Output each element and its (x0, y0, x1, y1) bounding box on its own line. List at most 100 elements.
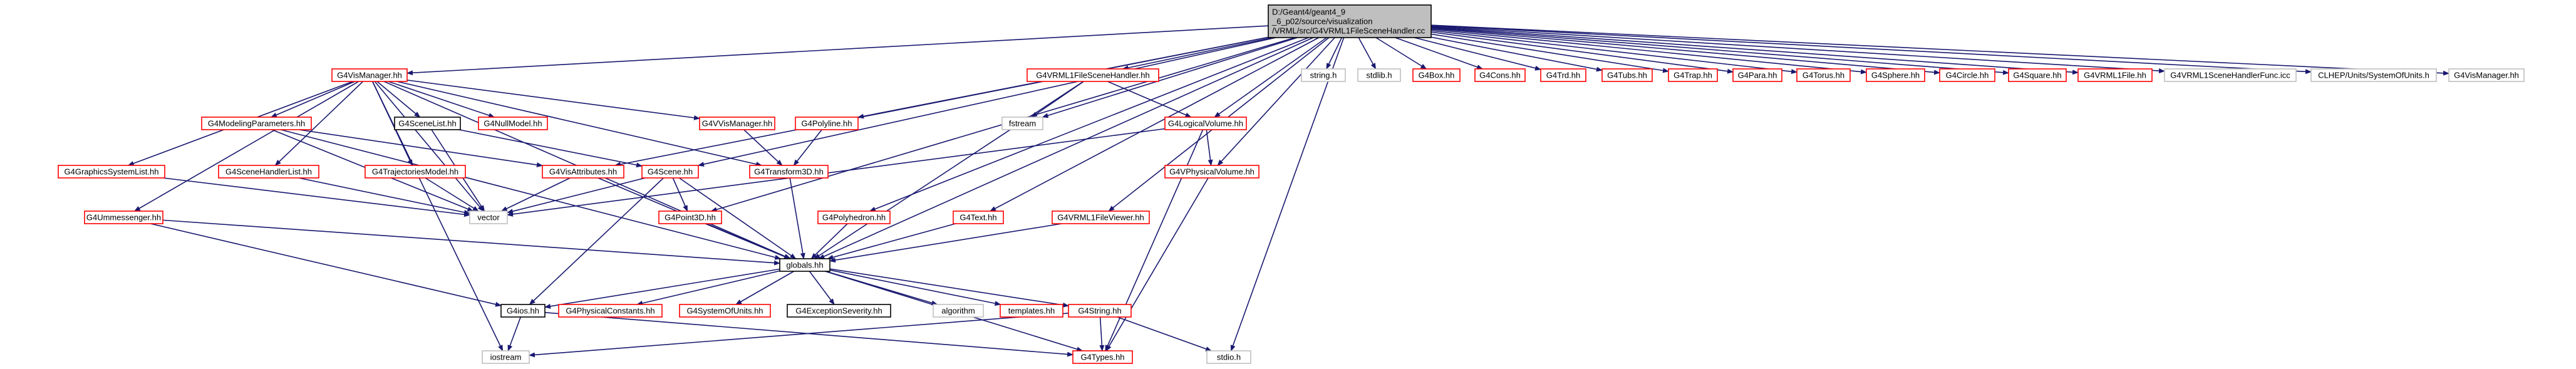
node-g4types-hh[interactable]: G4Types.hh (1072, 350, 1133, 364)
node-g4vphysicalvolume-hh[interactable]: G4VPhysicalVolume.hh (1164, 165, 1260, 179)
node-g4trajectoriesmodel-hh[interactable]: G4TrajectoriesModel.hh (365, 165, 466, 179)
node-box (679, 304, 771, 318)
node-box (1866, 68, 1925, 82)
node-label: CLHEP/Units/SystemOfUnits.h (2318, 71, 2429, 80)
node-g4scenelist-hh[interactable]: G4SceneList.hh (394, 117, 461, 130)
edge-root-to-g4trap-hh (1430, 33, 1669, 73)
node-g4polyhedron-hh[interactable]: G4Polyhedron.hh (817, 210, 891, 224)
node-g4vvismanager-hh[interactable]: G4VVisManager.hh (699, 117, 775, 130)
node-stdlib-h[interactable]: stdlib.h (1357, 68, 1401, 82)
node-g4nullmodel-hh[interactable]: G4NullModel.hh (478, 117, 548, 130)
node-g4visattributes-hh[interactable]: G4VisAttributes.hh (542, 165, 624, 179)
node-g4ummessenger-hh[interactable]: G4Ummessenger.hh (84, 210, 163, 224)
node-g4trd-hh[interactable]: G4Trd.hh (1540, 68, 1586, 82)
node-g4modelingparameters-hh[interactable]: G4ModelingParameters.hh (201, 117, 312, 130)
edge-g4scene-hh-to-g4ios-hh (529, 177, 664, 305)
edge-root-to-clhep-units-systemofunits-h (1430, 25, 2312, 75)
edge-g4logicalvolume-hh-to-g4types-hh (1105, 129, 1204, 351)
edge-g4visattributes-hh-to-vector (500, 177, 571, 212)
node-g4para-hh[interactable]: G4Para.hh (1732, 68, 1782, 82)
edge-g4modelingparameters-hh-to-g4visattributes-hh (299, 129, 543, 168)
node-label: G4TrajectoriesModel.hh (372, 167, 458, 177)
node-g4square-hh[interactable]: G4Square.hh (2008, 68, 2067, 82)
edge-root-to-g4vismanager-hh (406, 25, 1269, 76)
node-label: string.h (1310, 71, 1337, 80)
node-iostream[interactable]: iostream (482, 350, 530, 364)
node-g4vrml1file-hh[interactable]: G4VRML1File.hh (2077, 68, 2153, 82)
node-algorithm[interactable]: algorithm (933, 304, 984, 318)
node-box (1268, 4, 1432, 38)
node-box (394, 117, 461, 130)
node-box (1732, 68, 1782, 82)
node-string-h[interactable]: string.h (1301, 68, 1346, 82)
edge-root-to-g4box-hh (1375, 37, 1427, 70)
node-box (1001, 117, 1043, 130)
edge-g4vismanager-hh-to-g4scenehandlerlist-hh (274, 81, 364, 166)
node-box (658, 210, 722, 224)
node-g4scene-hh[interactable]: G4Scene.hh (641, 165, 699, 179)
node-clhep-units-systemofunits-h[interactable]: CLHEP/Units/SystemOfUnits.h (2310, 68, 2437, 82)
node-box (1164, 117, 1247, 130)
node-g4vismanager-hh[interactable]: G4VisManager.hh (331, 68, 408, 82)
node-box (795, 117, 859, 130)
node-g4sphere-hh[interactable]: G4Sphere.hh (1866, 68, 1925, 82)
node-templates-hh[interactable]: templates.hh (1000, 304, 1063, 318)
node-label: D:/Geant4/geant4_9 (1272, 8, 1345, 17)
node-g4exceptionseverity-hh[interactable]: G4ExceptionSeverity.hh (787, 304, 891, 318)
node-g4ios-hh[interactable]: G4ios.hh (500, 304, 546, 318)
node-g4vrml1fileviewer-hh[interactable]: G4VRML1FileViewer.hh (1052, 210, 1150, 224)
node-g4logicalvolume-hh[interactable]: G4LogicalVolume.hh (1164, 117, 1247, 130)
edge-g4vismanager-hh-to-g4scenelist-hh (376, 81, 421, 118)
node-fstream[interactable]: fstream (1001, 117, 1043, 130)
node-g4vrml1scenehandlerfunc-icc[interactable]: G4VRML1SceneHandlerFunc.icc (2164, 68, 2297, 82)
node-g4vismanager-hh-2[interactable]: G4VisManager.hh (2448, 68, 2525, 82)
node-label: G4Polyhedron.hh (822, 213, 886, 222)
node-box (218, 165, 319, 179)
node-label: G4LogicalVolume.hh (1168, 119, 1243, 128)
node-vector[interactable]: vector (469, 210, 508, 224)
node-label: G4PhysicalConstants.hh (566, 306, 654, 316)
node-box (542, 165, 624, 179)
node-g4vrml1filescenehandler-hh[interactable]: G4VRML1FileSceneHandler.hh (1027, 68, 1159, 82)
node-root[interactable]: D:/Geant4/geant4_9_6_p02/source/visualiz… (1268, 4, 1432, 38)
node-g4box-hh[interactable]: G4Box.hh (1412, 68, 1461, 82)
node-g4scenehandlerlist-hh[interactable]: G4SceneHandlerList.hh (218, 165, 319, 179)
node-label: G4Torus.hh (1803, 71, 1844, 80)
node-label: _6_p02/source/visualization (1271, 17, 1372, 26)
node-box (1939, 68, 1995, 82)
edge-root-to-g4scene-hh (698, 37, 1276, 167)
edge-globals-hh-to-templates-hh (829, 269, 1001, 306)
node-box (1796, 68, 1851, 82)
node-box (365, 165, 466, 179)
node-g4tubs-hh[interactable]: G4Tubs.hh (1601, 68, 1653, 82)
node-g4torus-hh[interactable]: G4Torus.hh (1796, 68, 1851, 82)
node-g4circle-hh[interactable]: G4Circle.hh (1939, 68, 1995, 82)
node-g4string-hh[interactable]: G4String.hh (1068, 304, 1132, 318)
edge-root-to-g4cons-hh (1395, 37, 1484, 70)
node-g4point3d-hh[interactable]: G4Point3D.hh (658, 210, 722, 224)
edge-g4scenelist-hh-to-g4scene-hh (458, 129, 643, 168)
node-label: G4Square.hh (2013, 71, 2061, 80)
node-label: vector (477, 213, 500, 222)
node-globals-hh[interactable]: globals.hh (779, 258, 830, 272)
node-g4text-hh[interactable]: G4Text.hh (953, 210, 1004, 224)
edge-g4ios-hh-to-iostream (507, 316, 522, 351)
node-label: G4ios.hh (507, 306, 539, 316)
node-g4trap-hh[interactable]: G4Trap.hh (1668, 68, 1718, 82)
edge-g4vrml1filescenehandler-hh-to-globals-hh (814, 81, 1084, 259)
node-label: G4SceneHandlerList.hh (225, 167, 312, 177)
node-g4graphicssystemlist-hh[interactable]: G4GraphicsSystemList.hh (58, 165, 165, 179)
node-box (1540, 68, 1586, 82)
node-g4systemofunits-hh[interactable]: G4SystemOfUnits.hh (679, 304, 771, 318)
node-label: G4VRML1File.hh (2084, 71, 2146, 80)
edge-g4vrml1fileviewer-hh-to-globals-hh (829, 223, 1062, 263)
edge-root-to-g4vrml1filescenehandler-hh (1122, 37, 1273, 71)
node-label: templates.hh (1008, 306, 1055, 316)
node-g4cons-hh[interactable]: G4Cons.hh (1474, 68, 1526, 82)
node-g4transform3d-hh[interactable]: G4Transform3D.hh (749, 165, 829, 179)
node-stdio-h[interactable]: stdio.h (1206, 350, 1251, 364)
node-g4physicalconstants-hh[interactable]: G4PhysicalConstants.hh (558, 304, 663, 318)
node-g4polyline-hh[interactable]: G4Polyline.hh (795, 117, 859, 130)
node-box (2448, 68, 2525, 82)
node-box (933, 304, 984, 318)
